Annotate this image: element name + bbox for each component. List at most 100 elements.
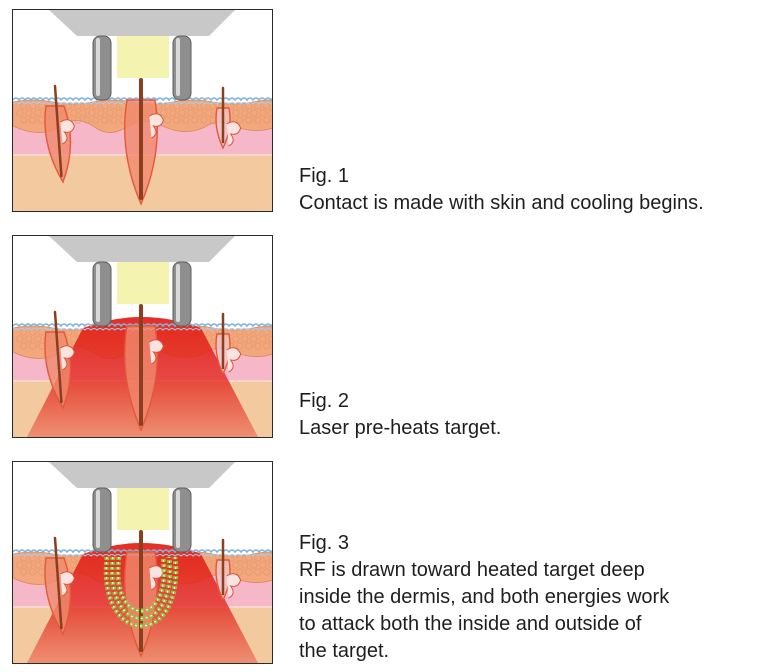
rf-energy-arc-highlight [105, 556, 177, 627]
skin-cell [254, 342, 262, 350]
skin-cell [236, 568, 244, 576]
right-electrode [172, 487, 192, 553]
light-window [117, 488, 169, 530]
sebaceous-gland [226, 573, 242, 599]
skin-cell [115, 109, 123, 117]
right-electrode-highlight [176, 264, 180, 322]
skin-cell [70, 335, 78, 343]
skin-cell [70, 109, 78, 117]
skin-cell [34, 109, 42, 117]
skin-cell [254, 116, 262, 124]
skin-cell [173, 116, 181, 124]
figure-3-text-line: to attack both the inside and outside of [299, 613, 642, 635]
skin-cell [16, 561, 24, 569]
skin-cell [250, 109, 258, 117]
skin-cell [88, 109, 96, 117]
sebaceous-gland [149, 339, 164, 365]
skin-cell [74, 116, 82, 124]
skin-cell [254, 568, 262, 576]
skin-cell [29, 116, 37, 124]
skin-cell [245, 568, 253, 576]
figure-3-caption: Fig. 3 RF is drawn toward heated target … [299, 530, 764, 665]
rf-energy-arc-highlight [117, 556, 165, 612]
skin-cell [25, 561, 33, 569]
skin-cell [16, 109, 24, 117]
figure-3-label: Fig. 3 [299, 532, 350, 554]
skin-cell [110, 116, 118, 124]
applicator-housing [49, 236, 235, 262]
figure-2-caption: Fig. 2 Laser pre-heats target. [299, 388, 764, 442]
sebaceous-gland [60, 345, 75, 371]
skin-cell [232, 335, 240, 343]
skin-cell [160, 109, 168, 117]
right-electrode [172, 35, 192, 101]
skin-cell [101, 116, 109, 124]
skin-cell [20, 116, 28, 124]
figure-3-text-line: RF is drawn toward heated target deep [299, 559, 645, 581]
hair-shaft [53, 536, 63, 630]
hair-shaft [53, 84, 63, 178]
hair-shaft [53, 310, 63, 404]
figure-1-label: Fig. 1 [299, 165, 350, 187]
skin-cell [263, 342, 271, 350]
figure-2-text-line: Laser pre-heats target. [299, 417, 502, 439]
skin-cell [196, 109, 204, 117]
skin-cell [20, 342, 28, 350]
figure-1-caption: Fig. 1 Contact is made with skin and coo… [299, 163, 764, 217]
skin-cell [250, 335, 258, 343]
figure-3-text-line: the target. [299, 640, 390, 662]
skin-cell [25, 109, 33, 117]
sebaceous-gland [226, 347, 242, 373]
skin-cell [34, 335, 42, 343]
left-electrode-highlight [96, 264, 100, 322]
figure-2-label: Fig. 2 [299, 390, 350, 412]
skin-cross-section [13, 10, 272, 211]
figure-1-text-line: Contact is made with skin and cooling be… [299, 192, 704, 214]
left-electrode-highlight [96, 490, 100, 548]
skin-cell [259, 561, 267, 569]
skin-cell [169, 109, 177, 117]
skin-cell [241, 335, 249, 343]
skin-cell [259, 335, 267, 343]
sebaceous-gland [149, 113, 164, 139]
sebaceous-gland [226, 121, 242, 147]
skin-cell [268, 109, 272, 117]
left-electrode [92, 261, 112, 327]
figure-3-text-line: inside the dermis, and both energies wor… [299, 586, 670, 608]
skin-cell [241, 109, 249, 117]
skin-cell [25, 335, 33, 343]
skin-cell [20, 568, 28, 576]
applicator-housing [49, 462, 235, 488]
left-electrode-highlight [96, 38, 100, 96]
skin-cell [245, 116, 253, 124]
figure-2-diagram [12, 235, 273, 438]
skin-cell [164, 116, 172, 124]
skin-cross-section [13, 462, 272, 663]
right-electrode [172, 261, 192, 327]
skin-cell [245, 342, 253, 350]
skin-cell [250, 561, 258, 569]
light-window [117, 36, 169, 78]
skin-cell [268, 561, 272, 569]
skin-cell [106, 109, 114, 117]
skin-cell [92, 116, 100, 124]
skin-cell [259, 109, 267, 117]
sebaceous-gland [60, 119, 75, 145]
rf-energy-arc-highlight [111, 556, 171, 620]
skin-cell [70, 561, 78, 569]
skin-cell [232, 561, 240, 569]
skin-cell [29, 342, 37, 350]
left-electrode [92, 487, 112, 553]
applicator-housing [49, 10, 235, 36]
sebaceous-gland [60, 571, 75, 597]
skin-cell [191, 116, 199, 124]
skin-cell [205, 109, 213, 117]
skin-cross-section [13, 236, 272, 437]
skin-cell [182, 116, 190, 124]
skin-cell [34, 561, 42, 569]
left-electrode [92, 35, 112, 101]
figure-1-diagram [12, 9, 273, 212]
skin-cell [268, 335, 272, 343]
skin-cell [16, 335, 24, 343]
skin-cell [241, 561, 249, 569]
